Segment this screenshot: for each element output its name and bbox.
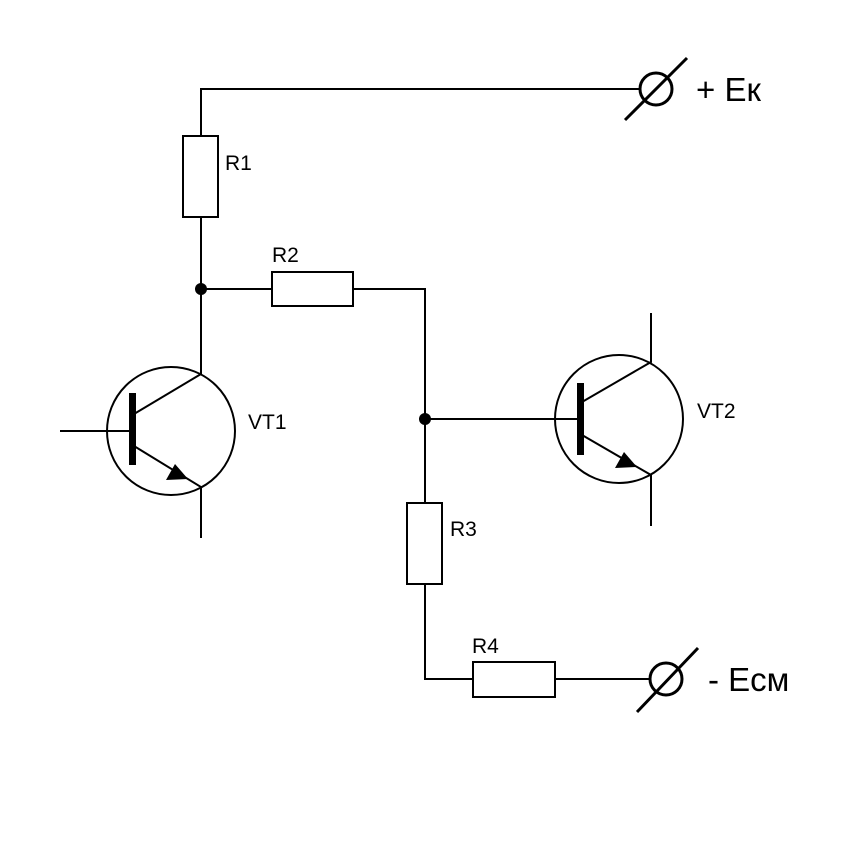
resistor-r3-label: R3 (450, 518, 477, 541)
terminal-supply-label: + Eк (696, 71, 761, 108)
transistor-vt1-label: VT1 (248, 411, 287, 434)
terminal-bias (635, 646, 700, 714)
resistor-r4-label: R4 (472, 635, 499, 658)
resistor-r1 (182, 135, 219, 218)
terminal-bias-slash (635, 646, 700, 714)
terminal-bias-label: - Eсм (708, 661, 789, 698)
resistor-r2 (271, 271, 354, 307)
terminal-supply (623, 56, 689, 122)
transistor-vt1-base-bar (129, 393, 136, 465)
transistor-vt1 (60, 366, 236, 538)
transistor-vt1-emitter-lead (133, 445, 202, 538)
supply-wire (200, 88, 640, 176)
terminal-bias-circle (648, 661, 684, 697)
transistor-vt1-collector-lead (133, 373, 202, 415)
transistor-vt2 (554, 313, 684, 526)
r3-r4-wire (424, 584, 650, 680)
terminal-supply-circle (638, 71, 674, 107)
transistor-vt2-base-bar (577, 383, 584, 455)
resistor-r1-label: R1 (225, 152, 252, 175)
transistor-vt2-emitter-arrow (615, 452, 637, 468)
transistor-vt2-collector-lead (581, 313, 652, 403)
transistor-vt2-emitter-lead (581, 434, 652, 526)
transistor-vt1-emitter-arrow (166, 464, 188, 480)
r2-wire (201, 288, 426, 503)
resistor-r2-label: R2 (272, 244, 299, 267)
transistor-vt2-label: VT2 (697, 400, 736, 423)
terminal-supply-slash (623, 56, 689, 122)
transistor-vt2-envelope (554, 354, 684, 484)
resistor-r4 (472, 661, 556, 698)
resistor-r3 (406, 502, 443, 585)
